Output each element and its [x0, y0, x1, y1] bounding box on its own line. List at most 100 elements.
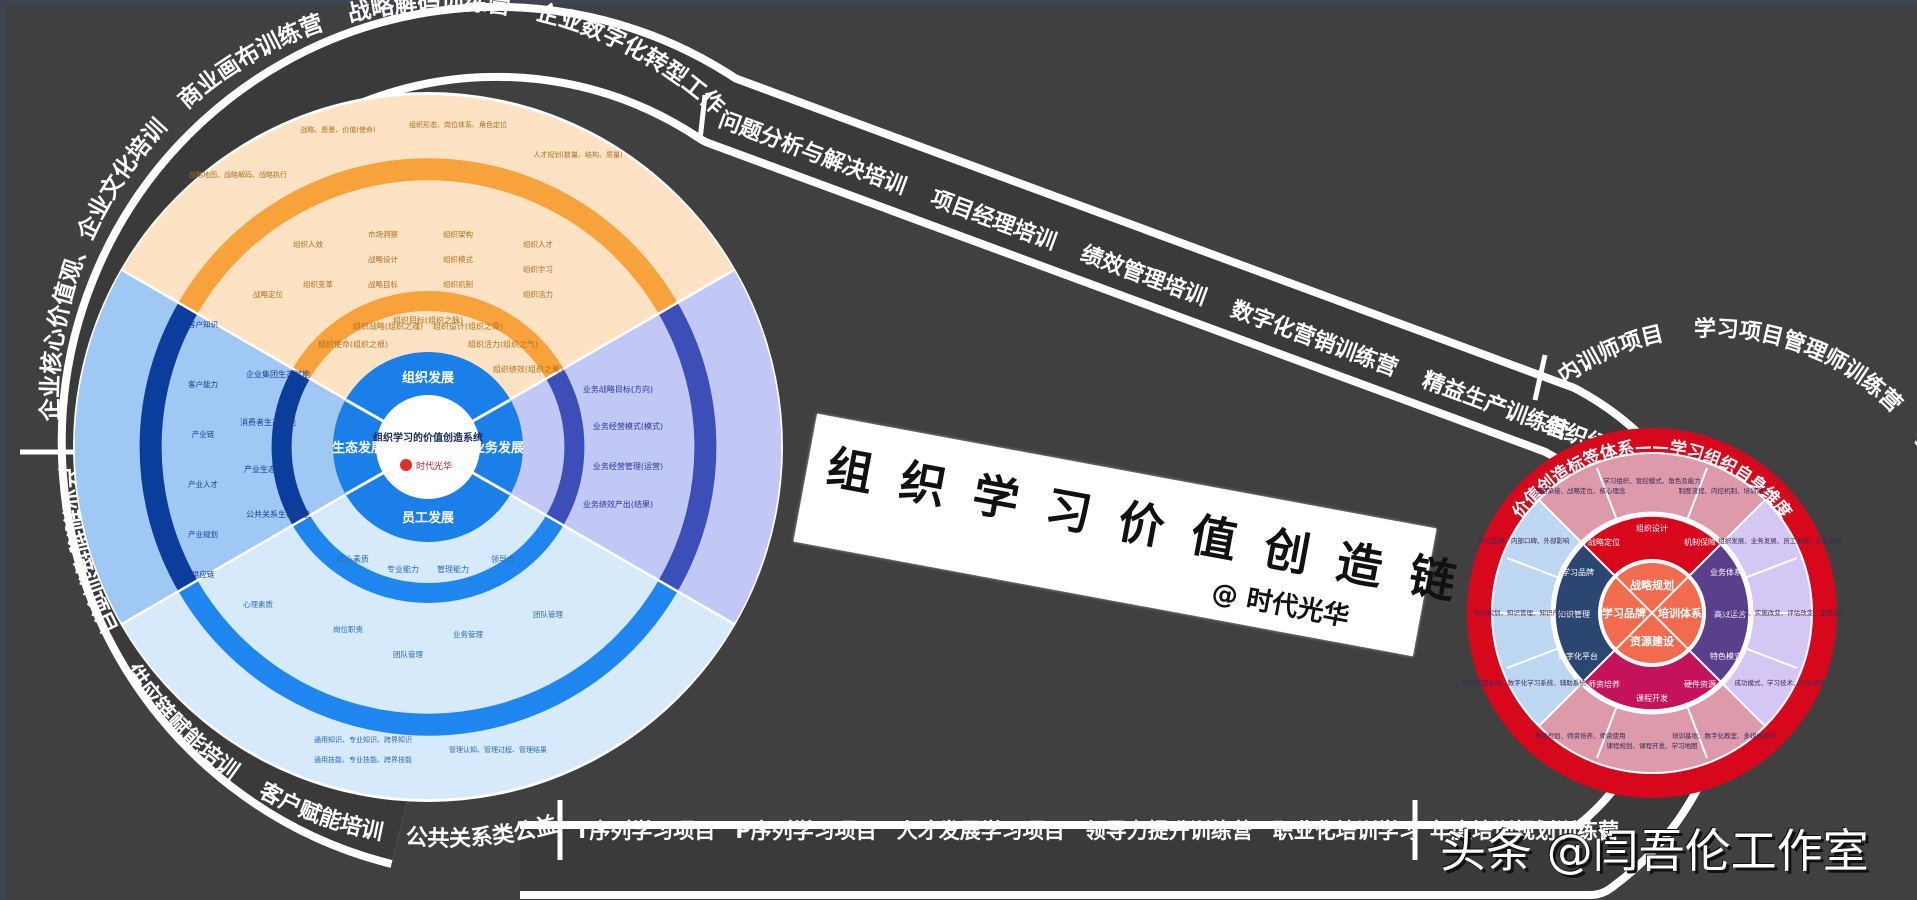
- svg-text:战略目标: 战略目标: [368, 279, 398, 289]
- quadrant-eco: 生态发展: [332, 440, 385, 456]
- svg-text:组织活力: 组织活力: [523, 289, 553, 299]
- svg-text:专业能力: 专业能力: [387, 564, 419, 574]
- svg-text:课程开发: 课程开发: [1636, 693, 1668, 703]
- svg-text:组织形态、岗位体系、角色定位: 组织形态、岗位体系、角色定位: [409, 120, 507, 129]
- svg-text:学习品牌: 学习品牌: [1562, 567, 1594, 577]
- emp-edge-labels: 通用知识、专业知识、跨界知识 通用技能、专业技能、跨界技能 管理认知、管理过程、…: [314, 735, 547, 764]
- svg-text:战略规划: 战略规划: [1630, 578, 1674, 592]
- svg-text:资源建设: 资源建设: [1630, 634, 1675, 648]
- org-sector: [122, 94, 734, 447]
- svg-text:制度流程、内控机制、培训投入: 制度流程、内控机制、培训投入: [1679, 486, 1771, 495]
- svg-text:年度培训规划训练营: 年度培训规划训练营: [1430, 819, 1619, 843]
- svg-text:领导力: 领导力: [491, 554, 515, 564]
- red-middle-labels: 战略定位 组织设计 机制保障 业务体系 高效运营 特色模式 师资培养 课程开发 …: [1558, 523, 1746, 703]
- svg-text:组织机制: 组织机制: [443, 279, 473, 289]
- svg-text:战略承接、战略定位、核心理念: 战略承接、战略定位、核心理念: [1535, 486, 1627, 495]
- svg-text:企业集团生态赋能: 企业集团生态赋能: [246, 369, 310, 379]
- eco-ring-labels: 企业集团生态赋能 消费者生态赋能 产业生态赋能 公共关系生态赋能: [240, 369, 310, 519]
- svg-text:管理能力: 管理能力: [437, 564, 469, 574]
- svg-text:团队管理: 团队管理: [393, 649, 423, 659]
- svg-text:通用知识、专业知识、跨界知识: 通用知识、专业知识、跨界知识: [314, 735, 412, 744]
- learning-org-label-wheel: 价值创造标签体系——学习组织自身维度 战略规划 培训体系 资源建设: [1462, 428, 1846, 798]
- svg-text:产业规划: 产业规划: [188, 529, 218, 539]
- svg-text:战略地图、战略解码、战略执行: 战略地图、战略解码、战略执行: [189, 170, 287, 179]
- svg-text:消费者生态赋能: 消费者生态赋能: [240, 417, 296, 427]
- svg-text:战略、愿景、价值(使命): 战略、愿景、价值(使命): [300, 125, 376, 134]
- emp-outer-labels: 心理素质 岗位职责 团队管理 业务管理 团队管理: [243, 599, 563, 659]
- svg-text:成功模式、学习技术、行业特色: 成功模式、学习技术、行业特色: [1735, 678, 1827, 687]
- wheel-logo: 时代光华: [416, 460, 452, 472]
- svg-text:组织发展、业务发展、员工发展、生态发展: 组织发展、业务发展、员工发展、生态发展: [1718, 536, 1842, 545]
- svg-text:战略定位: 战略定位: [253, 289, 283, 299]
- svg-text:知识规划、知识管理、知识产权: 知识规划、知识管理、知识产权: [1475, 608, 1567, 617]
- svg-text:硬件资源: 硬件资源: [1684, 679, 1716, 689]
- emp-ring-labels: 核心素质 专业能力 管理能力 领导力: [337, 554, 515, 574]
- svg-text:组织绩效(组织之果): 组织绩效(组织之果): [493, 364, 563, 374]
- svg-text:业务经营模式(模式): 业务经营模式(模式): [593, 421, 663, 431]
- svg-text:公共关系生态赋能: 公共关系生态赋能: [246, 509, 310, 519]
- quadrant-emp: 员工发展: [402, 510, 455, 526]
- svg-text:组织人效: 组织人效: [293, 239, 323, 249]
- svg-text:组织变革: 组织变革: [303, 279, 333, 289]
- svg-text:培训基地、数字化教室、多媒体教学: 培训基地、数字化教室、多媒体教学: [1672, 731, 1777, 740]
- org-edge-labels: 战略、愿景、价值(使命) 组织形态、岗位体系、角色定位 人才规划(数量、结构、质…: [189, 120, 623, 179]
- svg-text:人才规划(数量、结构、质量): 人才规划(数量、结构、质量): [533, 150, 623, 159]
- svg-text:学习品牌、内部口碑、外部影响: 学习品牌、内部口碑、外部影响: [1479, 536, 1571, 545]
- svg-text:供应链: 供应链: [192, 569, 215, 579]
- organization-value-wheel: 组织学习的价值创造系统 时代光华 组织发展 业务发展 员工发展 生态发展 组织使…: [73, 92, 783, 802]
- svg-text:业务体系: 业务体系: [1710, 567, 1742, 577]
- org-ring-labels: 组织使命(组织之根) 组织战略(组织之魂) 组织目标(组织之脉) 组织设计(组织…: [318, 315, 563, 374]
- svg-text:师资培养: 师资培养: [1588, 679, 1620, 689]
- svg-text:产业链: 产业链: [192, 429, 215, 439]
- svg-text:战略定位: 战略定位: [1588, 537, 1620, 547]
- red-core-labels: 战略规划 培训体系 资源建设 学习品牌: [1602, 578, 1702, 648]
- svg-text:团队管理: 团队管理: [533, 609, 563, 619]
- svg-text:组织战略(组织之魂): 组织战略(组织之魂): [353, 321, 423, 331]
- svg-text:知识管理: 知识管理: [1558, 609, 1590, 619]
- svg-text:课程规划、课程开发、学习地图: 课程规划、课程开发、学习地图: [1607, 741, 1698, 750]
- svg-text:组织目标(组织之脉): 组织目标(组织之脉): [393, 315, 463, 325]
- svg-text:管理认知、管理过程、管理结果: 管理认知、管理过程、管理结果: [449, 745, 547, 754]
- left-edge: [0, 0, 6, 900]
- quadrant-biz: 业务发展: [472, 440, 525, 456]
- org-outer-labels: 战略定位 组织人效 组织变革 市场洞察 战略设计 战略目标 组织架构 组织模式 …: [253, 229, 553, 299]
- svg-text:组织架构: 组织架构: [443, 229, 473, 239]
- svg-text:战略设计: 战略设计: [368, 254, 398, 264]
- svg-text:产业生态赋能: 产业生态赋能: [244, 464, 292, 474]
- svg-text:组织使命(组织之根): 组织使命(组织之根): [318, 339, 388, 349]
- svg-text:岗位职责: 岗位职责: [333, 624, 363, 634]
- svg-text:组织设计: 组织设计: [1636, 523, 1668, 533]
- red-outer-labels: 战略承接、战略定位、核心理念 学习组织、管控模式、角色及能力 制度流程、内控机制…: [1462, 476, 1846, 750]
- svg-text:学习组织、管控模式、角色及能力: 学习组织、管控模式、角色及能力: [1603, 476, 1701, 485]
- svg-text:通用技能、专业技能、跨界技能: 通用技能、专业技能、跨界技能: [314, 755, 412, 764]
- logo-icon: [400, 459, 412, 471]
- svg-text:特色模式: 特色模式: [1710, 651, 1742, 661]
- svg-text:组织设计(组织之骨): 组织设计(组织之骨): [433, 321, 503, 331]
- svg-text:心理素质: 心理素质: [243, 599, 273, 609]
- svg-text:高效运营: 高效运营: [1714, 609, 1746, 619]
- wheel-center-title: 组织学习的价值创造系统: [373, 431, 483, 444]
- quadrant-org: 组织发展: [402, 370, 455, 386]
- svg-text:机制保障: 机制保障: [1684, 537, 1716, 547]
- top-edge: [0, 0, 1917, 4]
- svg-text:产业人才: 产业人才: [188, 479, 218, 489]
- watermark: 头条 @闫吾伦工作室: [1440, 824, 1869, 878]
- emp-sector: [122, 447, 734, 800]
- svg-text:培训体系: 培训体系: [1658, 606, 1702, 620]
- svg-text:组织活力(组织之气): 组织活力(组织之气): [468, 339, 538, 349]
- biz-ring-labels: 业务战略目标(方向) 业务经营模式(模式) 业务经营管理(运营) 业务绩效产出(…: [583, 384, 663, 509]
- svg-text:师资规划、师资培养、师资使用: 师资规划、师资培养、师资使用: [1535, 731, 1626, 740]
- svg-text:组织模式: 组织模式: [443, 254, 473, 264]
- svg-text:核心素质: 核心素质: [337, 554, 369, 564]
- svg-text:组织人才: 组织人才: [523, 239, 553, 249]
- svg-text:客户能力: 客户能力: [188, 379, 218, 389]
- svg-text:业务管理: 业务管理: [453, 629, 483, 639]
- svg-text:定义改变、实施改变、评估改变、呈现改变: 定义改变、实施改变、评估改变、呈现改变: [1722, 608, 1846, 617]
- svg-text:业务经营管理(运营): 业务经营管理(运营): [593, 461, 663, 471]
- svg-text:培训管理系统、数字化学习系统、辅助系统: 培训管理系统、数字化学习系统、辅助系统: [1462, 678, 1586, 687]
- svg-text:业务战略目标(方向): 业务战略目标(方向): [583, 384, 653, 394]
- svg-text:客户知识: 客户知识: [188, 319, 218, 329]
